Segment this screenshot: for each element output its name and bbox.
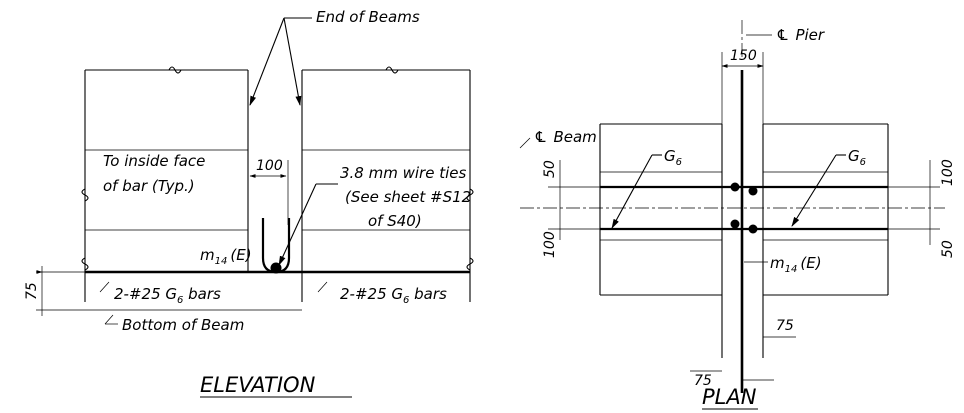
dim-50-left-plan: 50: [542, 160, 558, 178]
m14-label-plan: m14(E): [770, 254, 822, 275]
inside-face-label-line2: of bar (Typ.): [103, 177, 195, 195]
dim-75-right-plan: 75: [776, 318, 794, 334]
dim-150-plan: 150: [730, 48, 757, 64]
m14-label-elevation: m14(E): [200, 246, 252, 267]
g6-label-right: G6: [848, 147, 866, 168]
dim-75-elevation: 75: [24, 282, 40, 300]
right-beam-outline: [301, 66, 474, 302]
dim-50-right-plan: 50: [940, 240, 956, 258]
inside-face-label-line1: To inside face: [103, 152, 205, 170]
bars-label-right: 2-#25 G6 bars: [340, 285, 447, 306]
beam-label: ℄Beam: [534, 128, 597, 146]
g6-label-left: G6: [664, 147, 682, 168]
plan-view: ℄Pier ℄Beam 150 G6 G6 50 100 100 50 m14(…: [519, 20, 956, 410]
end-of-beams-label: End of Beams: [316, 8, 420, 26]
dim-100-right-plan: 100: [940, 159, 956, 186]
left-beam-outline: [81, 66, 249, 302]
elevation-view: End of Beams To inside face of bar (Typ.…: [24, 8, 474, 398]
pier-label: ℄Pier: [776, 26, 825, 44]
bottom-of-beam-label: Bottom of Beam: [122, 316, 244, 334]
plan-title: PLAN: [702, 385, 757, 409]
plan-left-beam: [599, 123, 723, 358]
dim-100-left-plan: 100: [542, 231, 558, 258]
elevation-title: ELEVATION: [200, 373, 316, 397]
wire-ties-note-line3: of S40): [368, 212, 422, 230]
wire-ties-note-line2: (See sheet #S12: [345, 188, 471, 206]
dim-100-elevation: 100: [256, 158, 283, 174]
bars-label-left: 2-#25 G6 bars: [114, 285, 221, 306]
wire-ties-note-line1: 3.8 mm wire ties: [340, 164, 466, 182]
dim-75-left-plan: 75: [694, 373, 712, 389]
